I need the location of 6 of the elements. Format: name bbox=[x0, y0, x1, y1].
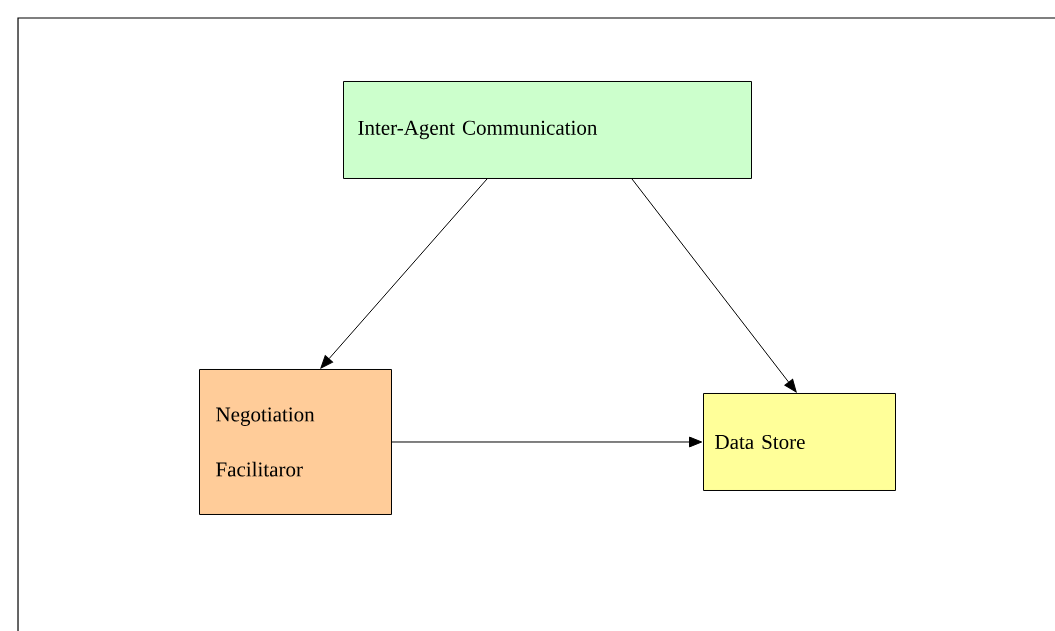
arrow bbox=[391, 436, 703, 448]
process-box: Data Store bbox=[703, 393, 896, 491]
process-box: Inter-Agent Communication bbox=[343, 81, 752, 179]
process-box: Negotiation Facilitaror bbox=[199, 369, 392, 515]
arrow bbox=[631, 178, 797, 393]
arrow bbox=[320, 178, 488, 369]
